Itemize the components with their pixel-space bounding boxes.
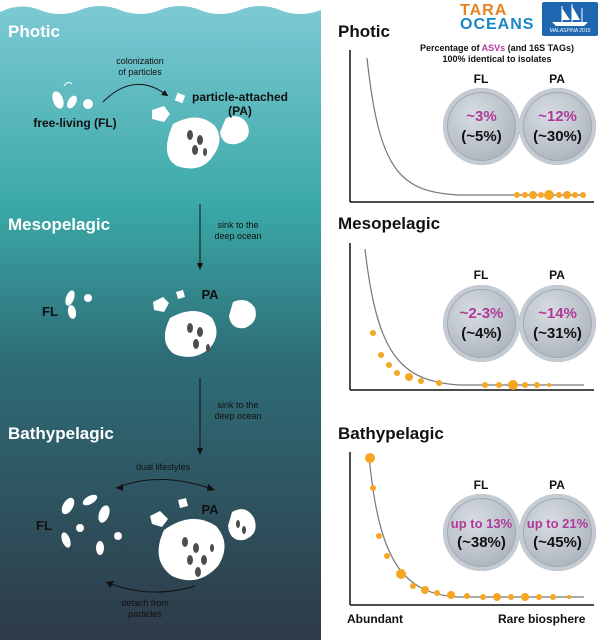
label-pa-bathy: PA bbox=[201, 502, 219, 517]
free-living-bacteria-photic bbox=[52, 81, 93, 109]
ocean-depth-panel: Photic Mesopelagic Bathypelagic coloniza… bbox=[0, 6, 321, 640]
ocean-background bbox=[0, 6, 321, 640]
petri-dish-pa-bathy: up to 21% (~45%) bbox=[519, 494, 596, 571]
col-label-pa-photic: PA bbox=[549, 72, 565, 86]
percent-fl-bathy: up to 13% bbox=[450, 516, 513, 531]
particles-bathy bbox=[150, 498, 256, 581]
free-living-bacteria-meso bbox=[65, 290, 92, 319]
tag-fl-bathy: (~38%) bbox=[457, 534, 506, 551]
label-particle-attached: particle-attached (PA) bbox=[191, 90, 289, 118]
axis-label-abundant: Abundant bbox=[347, 612, 403, 626]
ship-icon bbox=[552, 4, 588, 26]
col-label-fl-photic: FL bbox=[473, 72, 489, 86]
petri-dish-pa-meso: ~14% (~31%) bbox=[519, 285, 596, 362]
axis-label-rare-biosphere: Rare biosphere bbox=[498, 612, 586, 626]
label-sink-1: sink to the deep ocean bbox=[214, 220, 262, 241]
legend-line1-highlight: ASVs bbox=[481, 43, 506, 53]
petri-dish-fl-meso: ~2-3% (~4%) bbox=[443, 285, 520, 362]
logo-text-oceans: OCEANS bbox=[460, 16, 535, 33]
detach-arrow bbox=[105, 581, 196, 593]
label-pa-meso: PA bbox=[201, 287, 219, 302]
tag-pa-bathy: (~45%) bbox=[533, 534, 582, 551]
legend-line1-post: (and 16S TAGs) bbox=[505, 43, 575, 53]
petri-dish-fl-photic: ~3% (~5%) bbox=[443, 88, 520, 165]
col-label-pa-meso: PA bbox=[549, 268, 565, 282]
legend-line1-pre: Percentage of bbox=[419, 43, 482, 53]
panel-title-photic: Photic bbox=[338, 22, 390, 41]
percent-pa-photic: ~12% bbox=[538, 108, 577, 125]
label-colonization: colonization of particles bbox=[116, 56, 164, 77]
percent-fl-meso: ~2-3% bbox=[459, 305, 504, 322]
zone-title-bathypelagic: Bathypelagic bbox=[8, 424, 114, 443]
logo-text-tara: TARA bbox=[460, 2, 508, 19]
tara-oceans-logo: TARA OCEANS MALASPINA 2010 bbox=[460, 2, 599, 36]
label-sink-2: sink to the deep ocean bbox=[214, 400, 262, 421]
free-living-bacteria-bathy bbox=[61, 494, 122, 555]
particles-photic bbox=[152, 92, 249, 169]
petri-dish-pa-photic: ~12% (~30%) bbox=[519, 88, 596, 165]
plot-bathypelagic bbox=[349, 452, 594, 606]
petri-dish-fl-bathy: up to 13% (~38%) bbox=[443, 494, 520, 571]
label-dual-lifestyles: dual lifestyles bbox=[135, 462, 191, 472]
panel-title-mesopelagic: Mesopelagic bbox=[338, 214, 441, 233]
percent-pa-bathy: up to 21% bbox=[526, 516, 589, 531]
plot-mesopelagic bbox=[349, 243, 594, 391]
zone-title-photic: Photic bbox=[8, 22, 60, 41]
label-fl-meso: FL bbox=[42, 304, 58, 319]
tag-pa-photic: (~30%) bbox=[533, 128, 582, 145]
zone-title-mesopelagic: Mesopelagic bbox=[8, 215, 111, 234]
legend-line2: 100% identical to isolates bbox=[442, 54, 552, 64]
tag-fl-photic: (~5%) bbox=[461, 128, 502, 145]
particles-meso bbox=[153, 290, 256, 357]
col-label-pa-bathy: PA bbox=[549, 478, 565, 492]
label-detach: detach from particles bbox=[121, 598, 169, 619]
label-free-living: free-living (FL) bbox=[33, 116, 117, 130]
logo-text-expedition: MALASPINA 2010 bbox=[549, 28, 591, 34]
label-fl-bathy: FL bbox=[36, 518, 52, 533]
legend-header: Percentage of ASVs (and 16S TAGs) 100% i… bbox=[412, 43, 582, 65]
attached-bacteria-photic bbox=[187, 130, 207, 156]
percent-fl-photic: ~3% bbox=[466, 108, 497, 125]
percent-pa-meso: ~14% bbox=[538, 305, 577, 322]
malaspina-logo: MALASPINA 2010 bbox=[542, 2, 598, 36]
plot-photic bbox=[349, 50, 594, 203]
panel-title-bathypelagic: Bathypelagic bbox=[338, 424, 444, 443]
colonization-arrow bbox=[102, 83, 169, 103]
ocean-water bbox=[0, 6, 321, 640]
attached-bacteria-bathy bbox=[182, 520, 246, 577]
tag-fl-meso: (~4%) bbox=[461, 325, 502, 342]
col-label-fl-meso: FL bbox=[473, 268, 489, 282]
col-label-fl-bathy: FL bbox=[473, 478, 489, 492]
tag-pa-meso: (~31%) bbox=[533, 325, 582, 342]
attached-bacteria-meso bbox=[187, 323, 210, 352]
dual-lifestyle-arrow bbox=[115, 478, 216, 491]
